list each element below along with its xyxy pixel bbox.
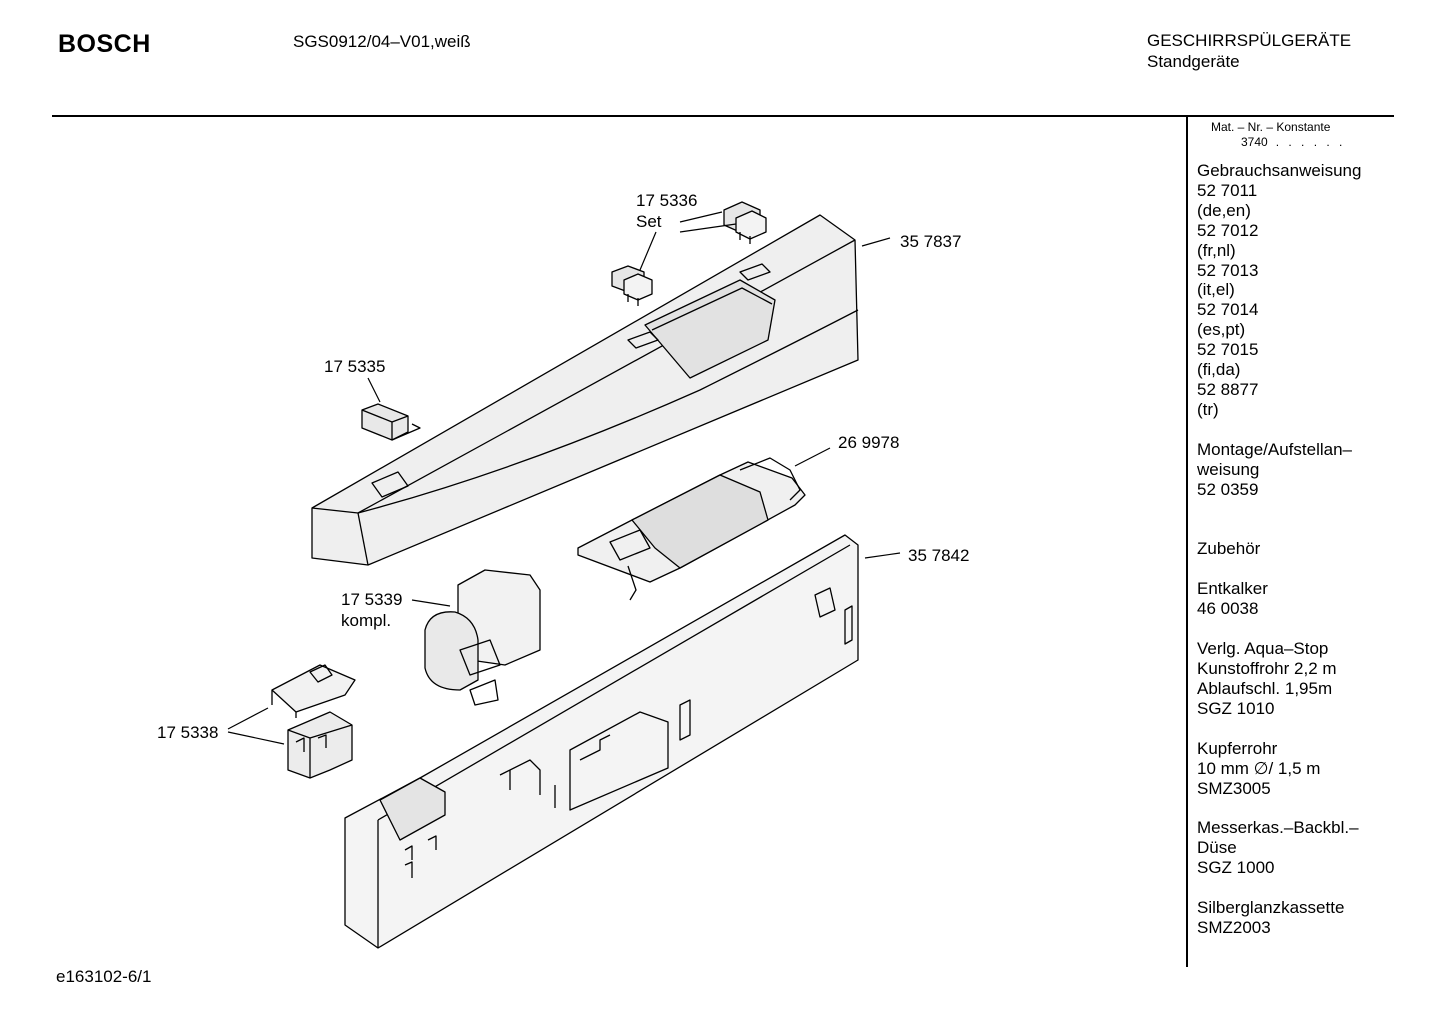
model-number: SGS0912/04–V01,weiß [293,32,471,51]
accessory-line: (tr) [1197,399,1219,419]
leader-357842 [864,552,901,559]
material-number: 3740 [1241,135,1268,149]
label-269978: 26 9978 [838,433,899,452]
accessory-line: SGZ 1010 [1197,698,1275,718]
drawing-code: e163102-6/1 [56,967,152,986]
leader-175339 [411,599,451,607]
accessory-line: (fi,da) [1197,360,1241,380]
leader-175336-c [639,231,657,271]
brand-logo: BOSCH [58,30,151,58]
material-label: Mat. – Nr. – Konstante [1211,120,1331,134]
leader-175338-b [227,731,285,745]
accessory-line: 10 mm ∅/ 1,5 m [1197,758,1321,778]
display-module [577,457,806,601]
leader-357837 [861,237,891,247]
material-constant: Mat. – Nr. – Konstante 3740 . . . . . . [1211,120,1345,150]
control-panel-fascia [311,214,859,566]
label-175339-kompl: kompl. [341,611,391,630]
label-175336: 17 5336 [636,191,697,210]
category: GESCHIRRSPÜLGERÄTE Standgeräte [1147,30,1351,72]
accessory-line: Montage/Aufstellan– [1197,439,1352,459]
material-dots: . . . . . . [1275,135,1346,149]
button-set [611,201,767,306]
accessory-line: 52 7011 [1197,180,1258,200]
relay-part [271,664,356,779]
accessory-line: Düse [1197,838,1237,858]
accessory-line: 52 7014 [1197,300,1259,320]
label-175336-set: Set [636,212,662,231]
leader-269978 [794,447,831,467]
accessory-block: Zubehör [1197,520,1361,560]
accessory-line: 52 8877 [1197,379,1259,399]
accessory-line: (es,pt) [1197,320,1246,340]
accessory-line: 52 7015 [1197,340,1259,360]
control-housing [344,534,859,949]
label-175335: 17 5335 [324,357,385,376]
leader-175338-a [227,707,269,730]
accessory-line: SGZ 1000 [1197,858,1275,878]
accessory-line: SMZ2003 [1197,918,1271,938]
accessory-line: Ablaufschl. 1,95m [1197,678,1333,698]
material-number-row: 3740 . . . . . . [1211,135,1345,150]
accessory-line: Verlg. Aqua–Stop [1197,639,1329,659]
accessory-line: Entkalker [1197,579,1268,599]
leader-175336-a [679,211,723,223]
leader-175335 [367,377,381,403]
accessory-line: 52 7012 [1197,220,1259,240]
switch-part [361,403,421,441]
header-rule [52,115,1394,117]
accessory-line: (de,en) [1197,200,1251,220]
accessory-line: weisung [1197,459,1260,479]
label-357837: 35 7837 [900,232,961,251]
accessory-line: 52 0359 [1197,479,1259,499]
accessory-line: Zubehör [1197,539,1261,559]
accessory-line: (it,el) [1197,280,1235,300]
accessory-line: Kupferrohr [1197,738,1278,758]
accessory-line: (fr,nl) [1197,240,1236,260]
sidebar-rule [1186,117,1188,967]
leader-175336-b [679,223,737,233]
accessory-line: Messerkas.–Backbl.– [1197,818,1359,838]
accessory-line: SMZ3005 [1197,778,1271,798]
accessory-line: 52 7013 [1197,260,1259,280]
category-subtitle: Standgeräte [1147,52,1240,71]
label-357842: 35 7842 [908,546,969,565]
accessory-line: 46 0038 [1197,599,1259,619]
label-175339: 17 5339 [341,590,402,609]
category-title: GESCHIRRSPÜLGERÄTE [1147,31,1352,50]
accessory-line: Kunstoffrohr 2,2 m [1197,659,1337,679]
inlet-valve [424,569,541,706]
label-175338: 17 5338 [157,723,218,742]
accessory-line: Silberglanzkassette [1197,898,1345,918]
accessory-line: Gebrauchsanweisung [1197,161,1362,180]
